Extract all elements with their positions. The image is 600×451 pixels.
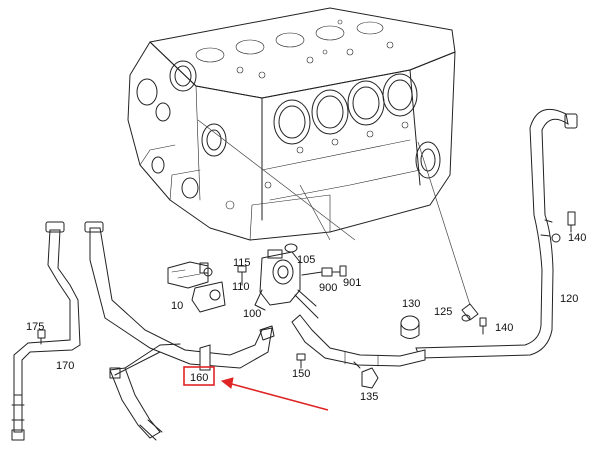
leader-line xyxy=(417,141,471,306)
label-900: 900 xyxy=(319,282,337,294)
label-175: 175 xyxy=(26,321,44,333)
label-160: 160 xyxy=(190,372,208,384)
leader-line xyxy=(197,119,356,241)
label-115: 115 xyxy=(233,257,251,269)
label-120: 120 xyxy=(560,293,578,305)
label-125: 125 xyxy=(434,306,452,318)
label-105: 105 xyxy=(297,254,315,266)
part-160-hose xyxy=(84,221,275,441)
label-110: 110 xyxy=(232,281,250,293)
middle-hose xyxy=(291,314,426,367)
highlight-box xyxy=(183,366,215,386)
part-140-clip-lower xyxy=(479,317,487,335)
highlight-arrow xyxy=(220,377,329,411)
label-130: 130 xyxy=(402,298,420,310)
part-170-hose xyxy=(11,221,81,441)
part-120-hose xyxy=(415,108,578,359)
label-901: 901 xyxy=(343,277,361,289)
part-175-clip xyxy=(37,329,46,345)
part-900-sensor xyxy=(301,265,347,277)
part-10-valve xyxy=(167,261,226,313)
part-105-seal xyxy=(284,243,298,253)
label-140-lower: 140 xyxy=(495,322,513,334)
label-10: 10 xyxy=(171,300,183,312)
part-110-bolt xyxy=(237,265,247,286)
part-135-connector xyxy=(353,361,379,389)
part-140-clip-upper xyxy=(567,211,576,233)
part-130-clamp xyxy=(400,315,420,339)
part-125-fitting xyxy=(461,303,479,322)
part-150-bolt xyxy=(296,353,306,369)
label-150: 150 xyxy=(292,368,310,380)
label-100: 100 xyxy=(243,308,261,320)
label-140-upper: 140 xyxy=(568,232,586,244)
label-170: 170 xyxy=(56,360,74,372)
engine-block xyxy=(127,7,456,241)
label-135: 135 xyxy=(360,391,378,403)
leader-line xyxy=(299,184,331,241)
part-100-pump xyxy=(254,249,319,319)
